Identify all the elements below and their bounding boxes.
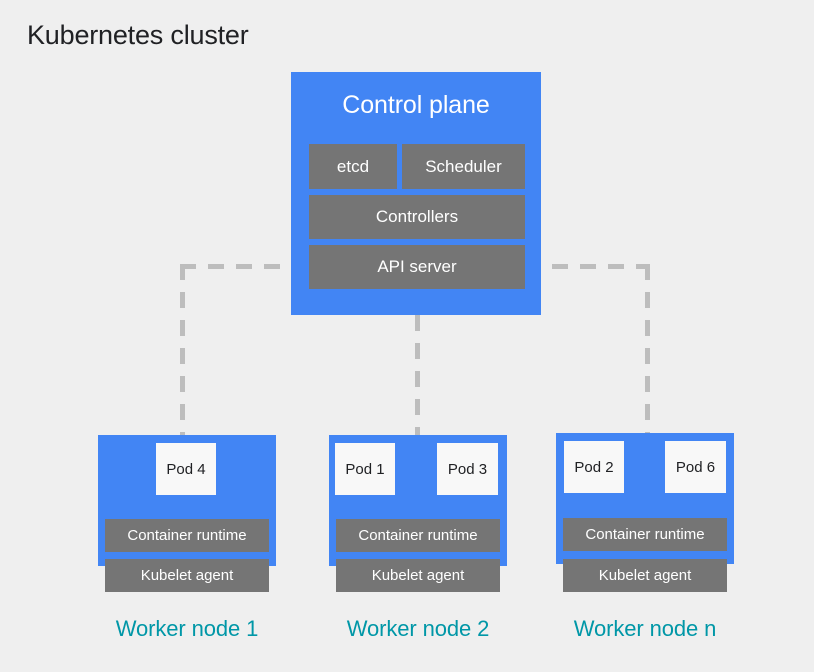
worker-node-n-container-runtime[interactable]: Container runtime — [563, 518, 727, 551]
worker-node-1-kubelet-agent[interactable]: Kubelet agent — [105, 559, 269, 592]
control-plane-component-controllers[interactable]: Controllers — [309, 195, 525, 239]
connector-control-plane-to-worker-node-2 — [415, 315, 420, 437]
worker-node-1-label: Worker node 1 — [115, 616, 259, 641]
connector-api-server-to-worker-node-1-vertical — [180, 264, 185, 437]
worker-node-2-kubelet-agent[interactable]: Kubelet agent — [336, 559, 500, 592]
worker-node-1-pod-4[interactable]: Pod 4 — [156, 443, 216, 495]
worker-node-n-pod-6[interactable]: Pod 6 — [665, 441, 726, 493]
page-title: Kubernetes cluster — [27, 20, 249, 50]
worker-node-2-pod-1[interactable]: Pod 1 — [335, 443, 395, 495]
worker-node-1-container-runtime[interactable]: Container runtime — [105, 519, 269, 552]
worker-node-n-kubelet-agent[interactable]: Kubelet agent — [563, 559, 727, 592]
control-plane-title: Control plane — [342, 91, 490, 119]
control-plane-component-etcd[interactable]: etcd — [309, 144, 397, 189]
worker-node-n-pod-2[interactable]: Pod 2 — [564, 441, 624, 493]
worker-node-2-label: Worker node 2 — [346, 616, 490, 641]
control-plane-component-api-server[interactable]: API server — [309, 245, 525, 289]
worker-node-n-label: Worker node n — [573, 616, 717, 641]
connector-api-server-to-worker-node-1-horizontal — [180, 264, 310, 269]
connector-api-server-to-worker-node-n-vertical — [645, 264, 650, 435]
control-plane-component-scheduler[interactable]: Scheduler — [402, 144, 525, 189]
connector-api-server-to-worker-node-n-horizontal — [524, 264, 650, 269]
worker-node-2-pod-3[interactable]: Pod 3 — [437, 443, 498, 495]
worker-node-2-container-runtime[interactable]: Container runtime — [336, 519, 500, 552]
